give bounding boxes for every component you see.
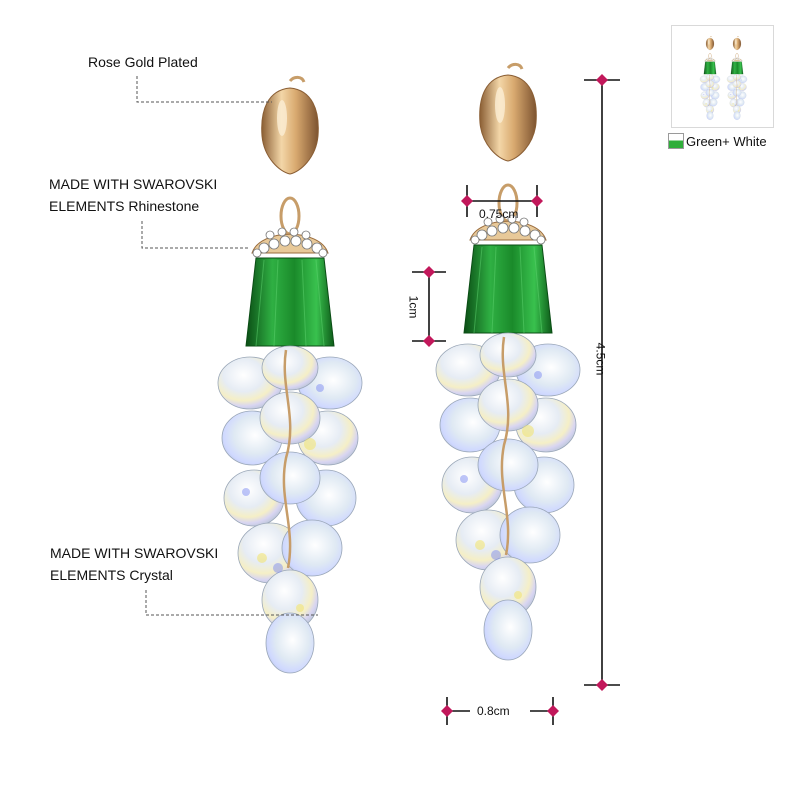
callout-leaders bbox=[136, 76, 318, 616]
cap-height-label: 1cm bbox=[406, 295, 421, 319]
plating-callout: Rose Gold Plated bbox=[88, 51, 198, 73]
color-option-thumbnail[interactable] bbox=[671, 25, 774, 128]
rhinestone-callout: MADE WITH SWAROVSKI ELEMENTS Rhinestone bbox=[49, 173, 217, 217]
bail-width-label: 0.75cm bbox=[479, 207, 519, 221]
color-option-label: Green+ White bbox=[686, 133, 767, 149]
crystal-callout: MADE WITH SWAROVSKI ELEMENTS Crystal bbox=[50, 542, 218, 586]
thumbnail-earrings-image bbox=[699, 36, 748, 121]
total-length-label: 4.5cm bbox=[593, 342, 608, 376]
dimension-markers bbox=[423, 74, 608, 717]
rhinestone-label-line1: MADE WITH SWAROVSKI bbox=[49, 176, 218, 192]
color-option[interactable]: Green+ White bbox=[668, 133, 767, 149]
rhinestone-label-line2: ELEMENTS Rhinestone bbox=[49, 198, 200, 214]
crystal-label-line2: ELEMENTS Crystal bbox=[50, 567, 173, 583]
plating-label: Rose Gold Plated bbox=[88, 54, 198, 70]
bottom-width-label: 0.8cm bbox=[477, 704, 510, 718]
color-swatch[interactable] bbox=[668, 133, 684, 149]
earring-right bbox=[434, 62, 582, 662]
earring-left bbox=[216, 75, 364, 675]
crystal-label-line1: MADE WITH SWAROVSKI bbox=[50, 545, 219, 561]
